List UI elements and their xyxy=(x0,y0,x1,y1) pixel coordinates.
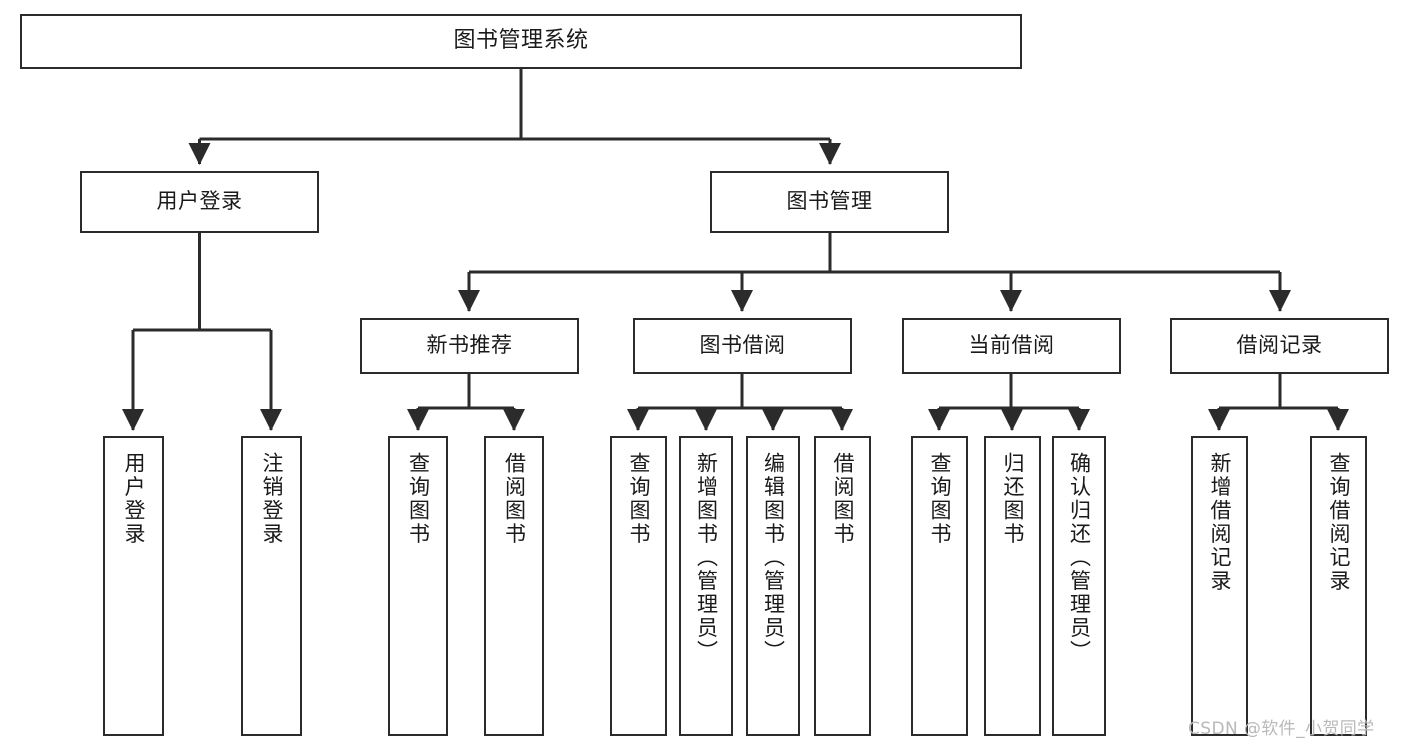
node-book-manage[interactable]: 图书管理 xyxy=(710,171,949,233)
node-leaf-add-book-admin[interactable]: 新增图书（管理员） xyxy=(679,436,733,736)
node-leaf-query-book-rec[interactable]: 查询图书 xyxy=(388,436,448,736)
node-user-login-label: 用户登录 xyxy=(156,189,243,214)
node-current-borrow[interactable]: 当前借阅 xyxy=(902,318,1121,374)
node-leaf-query-book-cur[interactable]: 查询图书 xyxy=(911,436,968,736)
node-user-login[interactable]: 用户登录 xyxy=(80,171,319,233)
node-root-label: 图书管理系统 xyxy=(453,28,589,54)
node-book-manage-label: 图书管理 xyxy=(786,189,873,214)
node-leaf-user-logout-label: 注销登录 xyxy=(260,452,284,546)
node-book-borrow[interactable]: 图书借阅 xyxy=(633,318,852,374)
node-leaf-borrow-book-rec-label: 借阅图书 xyxy=(502,452,527,546)
node-current-borrow-label: 当前借阅 xyxy=(968,333,1055,358)
node-leaf-query-borrow-record-label: 查询借阅记录 xyxy=(1327,452,1351,593)
node-leaf-edit-book-admin[interactable]: 编辑图书（管理员） xyxy=(746,436,800,736)
node-leaf-query-borrow-record[interactable]: 查询借阅记录 xyxy=(1310,436,1367,736)
node-leaf-borrow-book[interactable]: 借阅图书 xyxy=(814,436,871,736)
node-new-book-recommend[interactable]: 新书推荐 xyxy=(360,318,579,374)
node-leaf-query-book-cur-label: 查询图书 xyxy=(928,452,952,546)
node-leaf-borrow-book-rec[interactable]: 借阅图书 xyxy=(484,436,544,736)
node-leaf-add-book-admin-label: 新增图书（管理员） xyxy=(694,452,719,664)
node-leaf-borrow-book-label: 借阅图书 xyxy=(831,452,855,546)
node-leaf-return-book[interactable]: 归还图书 xyxy=(984,436,1041,736)
node-root[interactable]: 图书管理系统 xyxy=(20,14,1022,69)
node-leaf-edit-book-admin-label: 编辑图书（管理员） xyxy=(761,452,786,664)
node-leaf-add-borrow-record[interactable]: 新增借阅记录 xyxy=(1191,436,1248,736)
node-leaf-return-book-label: 归还图书 xyxy=(1001,452,1025,546)
node-leaf-user-logout[interactable]: 注销登录 xyxy=(241,436,302,736)
node-leaf-add-borrow-record-label: 新增借阅记录 xyxy=(1208,452,1232,593)
node-leaf-query-book-borrow-label: 查询图书 xyxy=(627,452,651,546)
node-leaf-user-login-label: 用户登录 xyxy=(122,452,146,546)
node-leaf-query-book-borrow[interactable]: 查询图书 xyxy=(610,436,667,736)
node-leaf-query-book-rec-label: 查询图书 xyxy=(406,452,431,546)
node-leaf-confirm-return-admin-label: 确认归还（管理员） xyxy=(1067,452,1092,664)
node-leaf-user-login[interactable]: 用户登录 xyxy=(103,436,164,736)
node-borrow-record-label: 借阅记录 xyxy=(1236,333,1323,358)
node-new-book-recommend-label: 新书推荐 xyxy=(426,333,513,358)
node-book-borrow-label: 图书借阅 xyxy=(699,333,786,358)
node-borrow-record[interactable]: 借阅记录 xyxy=(1170,318,1389,374)
watermark: CSDN @软件_小贺同学 xyxy=(1188,719,1375,739)
node-leaf-confirm-return-admin[interactable]: 确认归还（管理员） xyxy=(1052,436,1106,736)
